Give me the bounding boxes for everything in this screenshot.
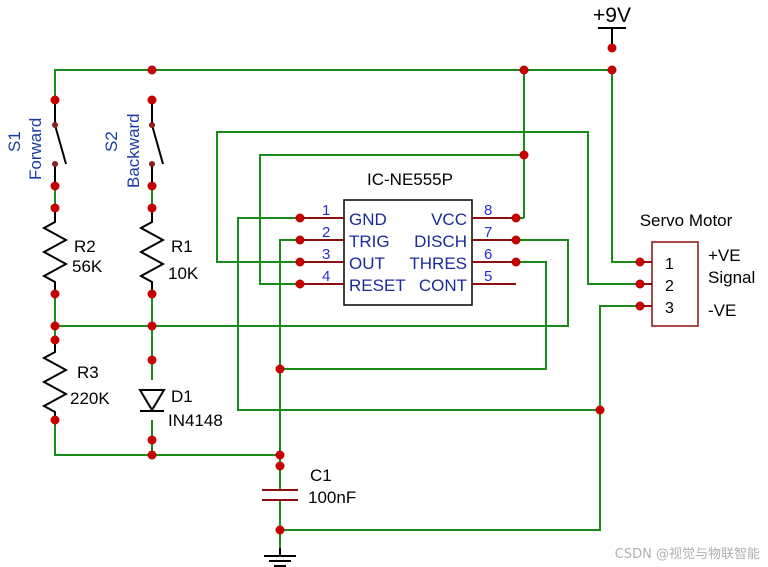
ic-pin6-num: 6 xyxy=(484,246,492,263)
ic-pin5-num: 5 xyxy=(484,268,492,285)
resistor-r2-ref: R2 xyxy=(74,237,96,256)
junction-dot xyxy=(147,203,157,213)
junction-dot xyxy=(50,321,60,331)
servo-body xyxy=(651,241,699,327)
ground-symbol xyxy=(264,548,296,567)
junction-dot xyxy=(519,150,529,160)
switch-s2-name: Backward xyxy=(124,113,143,188)
wire-trig xyxy=(279,239,300,455)
servo-pin1-num: 1 xyxy=(665,256,674,273)
servo-pin2-name: Signal xyxy=(708,268,755,287)
ic-pin4-num: 4 xyxy=(322,268,330,285)
junction-dot xyxy=(275,525,285,535)
junction-dot xyxy=(519,65,529,75)
junction-dot xyxy=(295,257,305,267)
watermark: CSDN @视觉与物联智能 xyxy=(615,547,760,562)
ic-pin1-num: 1 xyxy=(322,202,330,219)
ic-pin4-name: RESET xyxy=(349,276,406,295)
junction-dot xyxy=(607,65,617,75)
servo-pin1-name: +VE xyxy=(708,246,741,265)
resistor-r1-value: 10K xyxy=(168,264,199,283)
switch-s1-ref: S1 xyxy=(5,131,24,152)
switch-s2: S2 Backward xyxy=(102,100,164,188)
junction-dot xyxy=(635,279,645,289)
supply-label: +9V xyxy=(593,4,631,27)
wire-servo-plus xyxy=(611,70,640,263)
ic-pin6-name: THRES xyxy=(409,254,467,273)
supply-symbol: +9V xyxy=(593,4,631,48)
servo-title: Servo Motor xyxy=(640,211,733,230)
ic-pin8-name: VCC xyxy=(431,210,467,229)
wire-out-to-signal xyxy=(216,131,640,285)
resistor-r2-value: 56K xyxy=(72,257,103,276)
servo-motor: Servo Motor 1 2 3 +VE Signal -VE xyxy=(640,211,755,327)
wire-gnd-loop xyxy=(237,217,600,411)
wire-top-rail xyxy=(54,69,612,100)
junction-dot xyxy=(635,257,645,267)
ic-body xyxy=(343,199,473,306)
junction-dot xyxy=(147,435,157,445)
resistor-r3-ref: R3 xyxy=(77,363,99,382)
junction-dot xyxy=(147,65,157,75)
capacitor-c1-ref: C1 xyxy=(310,466,332,485)
switch-s2-ref: S2 xyxy=(102,131,121,152)
junction-dot xyxy=(50,289,60,299)
resistor-r1-ref: R1 xyxy=(171,237,193,256)
junction-dot xyxy=(147,355,157,365)
servo-pin3-name: -VE xyxy=(708,301,736,320)
junction-dot xyxy=(147,289,157,299)
junction-dot xyxy=(511,257,521,267)
resistor-r3: R3 220K xyxy=(41,340,110,420)
junction-dot xyxy=(511,213,521,223)
capacitor-c1: C1 100nF xyxy=(262,466,356,507)
ic-pin2-name: TRIG xyxy=(349,232,390,251)
ic-pin-leads xyxy=(300,217,516,285)
ic-pin7-name: DISCH xyxy=(414,232,467,251)
wire-discharge xyxy=(55,239,569,327)
ic-title: IC-NE555P xyxy=(367,170,453,189)
junction-dot xyxy=(595,405,605,415)
junction-dot xyxy=(295,213,305,223)
junction-dot xyxy=(275,450,285,460)
junction-dot xyxy=(147,450,157,460)
ic-pin5-name: CONT xyxy=(419,276,467,295)
servo-pin2-num: 2 xyxy=(665,278,674,295)
switch-s1: S1 Forward xyxy=(5,100,67,186)
ic-pin3-name: OUT xyxy=(349,254,385,273)
junction-dot xyxy=(50,415,60,425)
wire-r3-bottom xyxy=(54,420,280,456)
ic-pin3-num: 3 xyxy=(322,246,330,263)
junction-dot xyxy=(50,181,60,191)
junction-dot xyxy=(147,95,157,105)
diode-d1: D1 IN4148 xyxy=(138,387,223,430)
diode-d1-ref: D1 xyxy=(171,387,193,406)
junction-dot xyxy=(607,43,617,53)
junction-dot xyxy=(275,461,285,471)
capacitor-c1-value: 100nF xyxy=(308,488,356,507)
servo-pin3-num: 3 xyxy=(665,300,674,317)
ic-pin2-num: 2 xyxy=(322,224,330,241)
diode-d1-part: IN4148 xyxy=(168,411,223,430)
junction-dot xyxy=(147,181,157,191)
ic-ne555: IC-NE555P 1 2 3 4 GND TRIG OUT RESET 8 7… xyxy=(300,170,516,306)
junction-dot xyxy=(511,235,521,245)
junction-dots xyxy=(50,43,645,535)
resistor-r1: R1 10K xyxy=(138,208,199,294)
junction-dot xyxy=(50,335,60,345)
junction-dot xyxy=(635,301,645,311)
junction-dot xyxy=(295,235,305,245)
resistor-r3-value: 220K xyxy=(70,389,110,408)
ic-pin7-num: 7 xyxy=(484,224,492,241)
junction-dot xyxy=(275,364,285,374)
junction-dot xyxy=(50,203,60,213)
junction-dot xyxy=(50,95,60,105)
wire-servo-minus xyxy=(280,305,640,531)
resistor-r2: R2 56K xyxy=(41,208,103,294)
ic-pin8-num: 8 xyxy=(484,202,492,219)
ic-pin1-name: GND xyxy=(349,210,387,229)
junction-dot xyxy=(295,279,305,289)
junction-dot xyxy=(147,321,157,331)
switch-s1-name: Forward xyxy=(26,118,45,180)
